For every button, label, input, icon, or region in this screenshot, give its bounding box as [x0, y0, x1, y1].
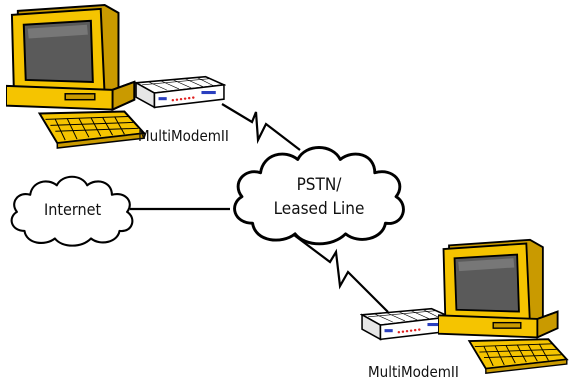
desktop-computer-icon: [438, 238, 568, 375]
desktop-computer-icon: [6, 3, 146, 150]
modem-bottom-label: MultiModemII: [368, 363, 459, 381]
connection-lines: [130, 103, 389, 313]
link-pstn-bottom-modem: [289, 231, 389, 313]
pstn-cloud-icon: [233, 145, 405, 246]
modem-top-label: MultiModemII: [138, 127, 229, 145]
pstn-label-line2: Leased Line: [274, 199, 365, 219]
modem-icon: [135, 75, 225, 109]
internet-label: Internet: [44, 200, 101, 219]
pstn-label-line1: PSTN/: [297, 175, 343, 195]
modem-icon: [361, 307, 451, 341]
link-top-modem-pstn: [221, 103, 301, 151]
